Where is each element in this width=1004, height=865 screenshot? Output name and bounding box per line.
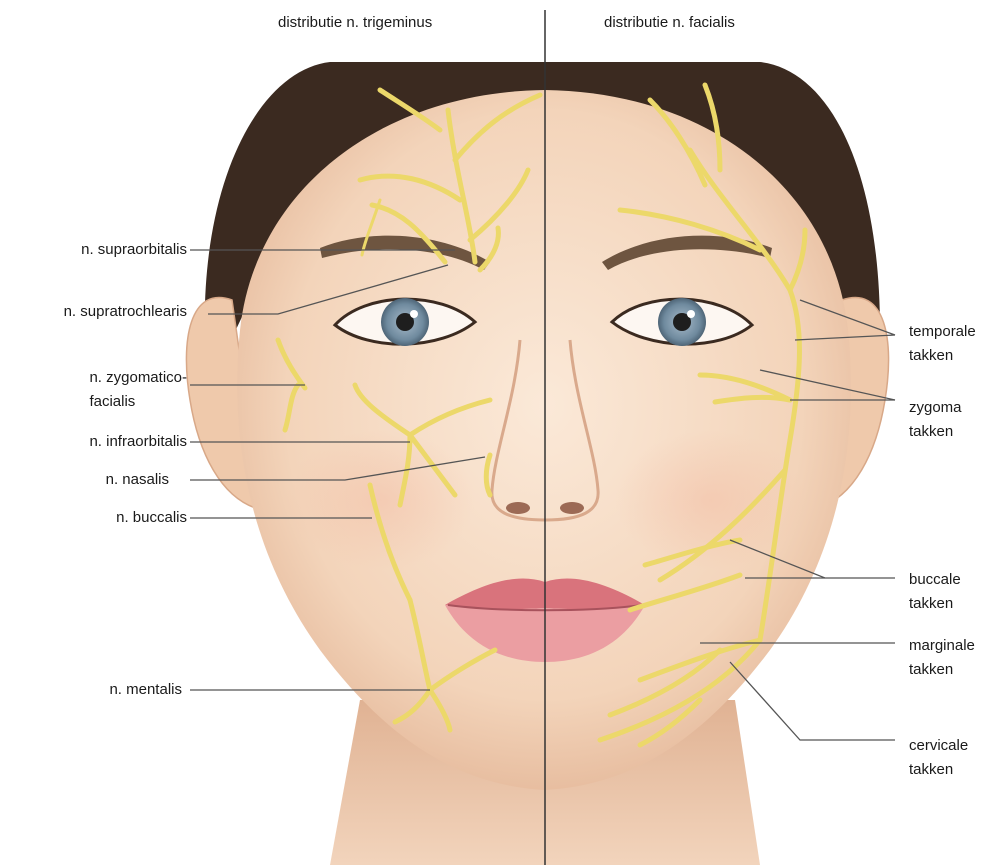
label-nasalis: n. nasalis xyxy=(106,468,169,492)
label-infraorbitalis: n. infraorbitalis xyxy=(89,430,187,454)
label-zygomaticofacialis-line1: n. zygomatico- xyxy=(89,366,187,390)
label-marginale: marginale takken xyxy=(909,634,975,682)
label-zygomaticofacialis: n. zygomatico- facialis xyxy=(89,366,187,414)
label-cervicale-line1: cervicale xyxy=(909,734,968,758)
leader-cervicale xyxy=(730,662,895,740)
header-trigeminus: distributie n. trigeminus xyxy=(278,14,432,31)
label-temporale-line1: temporale xyxy=(909,320,976,344)
label-zygoma-line1: zygoma xyxy=(909,396,962,420)
label-mentalis: n. mentalis xyxy=(109,678,182,702)
label-buccale-line1: buccale xyxy=(909,568,961,592)
label-marginale-line2: takken xyxy=(909,658,975,682)
left-nostril xyxy=(506,502,530,514)
label-supraorbitalis: n. supraorbitalis xyxy=(81,238,187,262)
label-temporale: temporale takken xyxy=(909,320,976,368)
label-cervicale: cervicale takken xyxy=(909,734,968,782)
label-zygomaticofacialis-line2: facialis xyxy=(89,390,187,414)
label-buccale-line2: takken xyxy=(909,592,961,616)
label-zygoma-line2: takken xyxy=(909,420,962,444)
left-cheek-blush xyxy=(285,430,475,570)
label-zygoma: zygoma takken xyxy=(909,396,962,444)
label-supratrochlearis: n. supratrochlearis xyxy=(64,300,187,324)
header-facialis: distributie n. facialis xyxy=(604,14,735,31)
label-buccalis: n. buccalis xyxy=(116,506,187,530)
label-buccale: buccale takken xyxy=(909,568,961,616)
label-temporale-line2: takken xyxy=(909,344,976,368)
label-marginale-line1: marginale xyxy=(909,634,975,658)
label-cervicale-line2: takken xyxy=(909,758,968,782)
right-nostril xyxy=(560,502,584,514)
